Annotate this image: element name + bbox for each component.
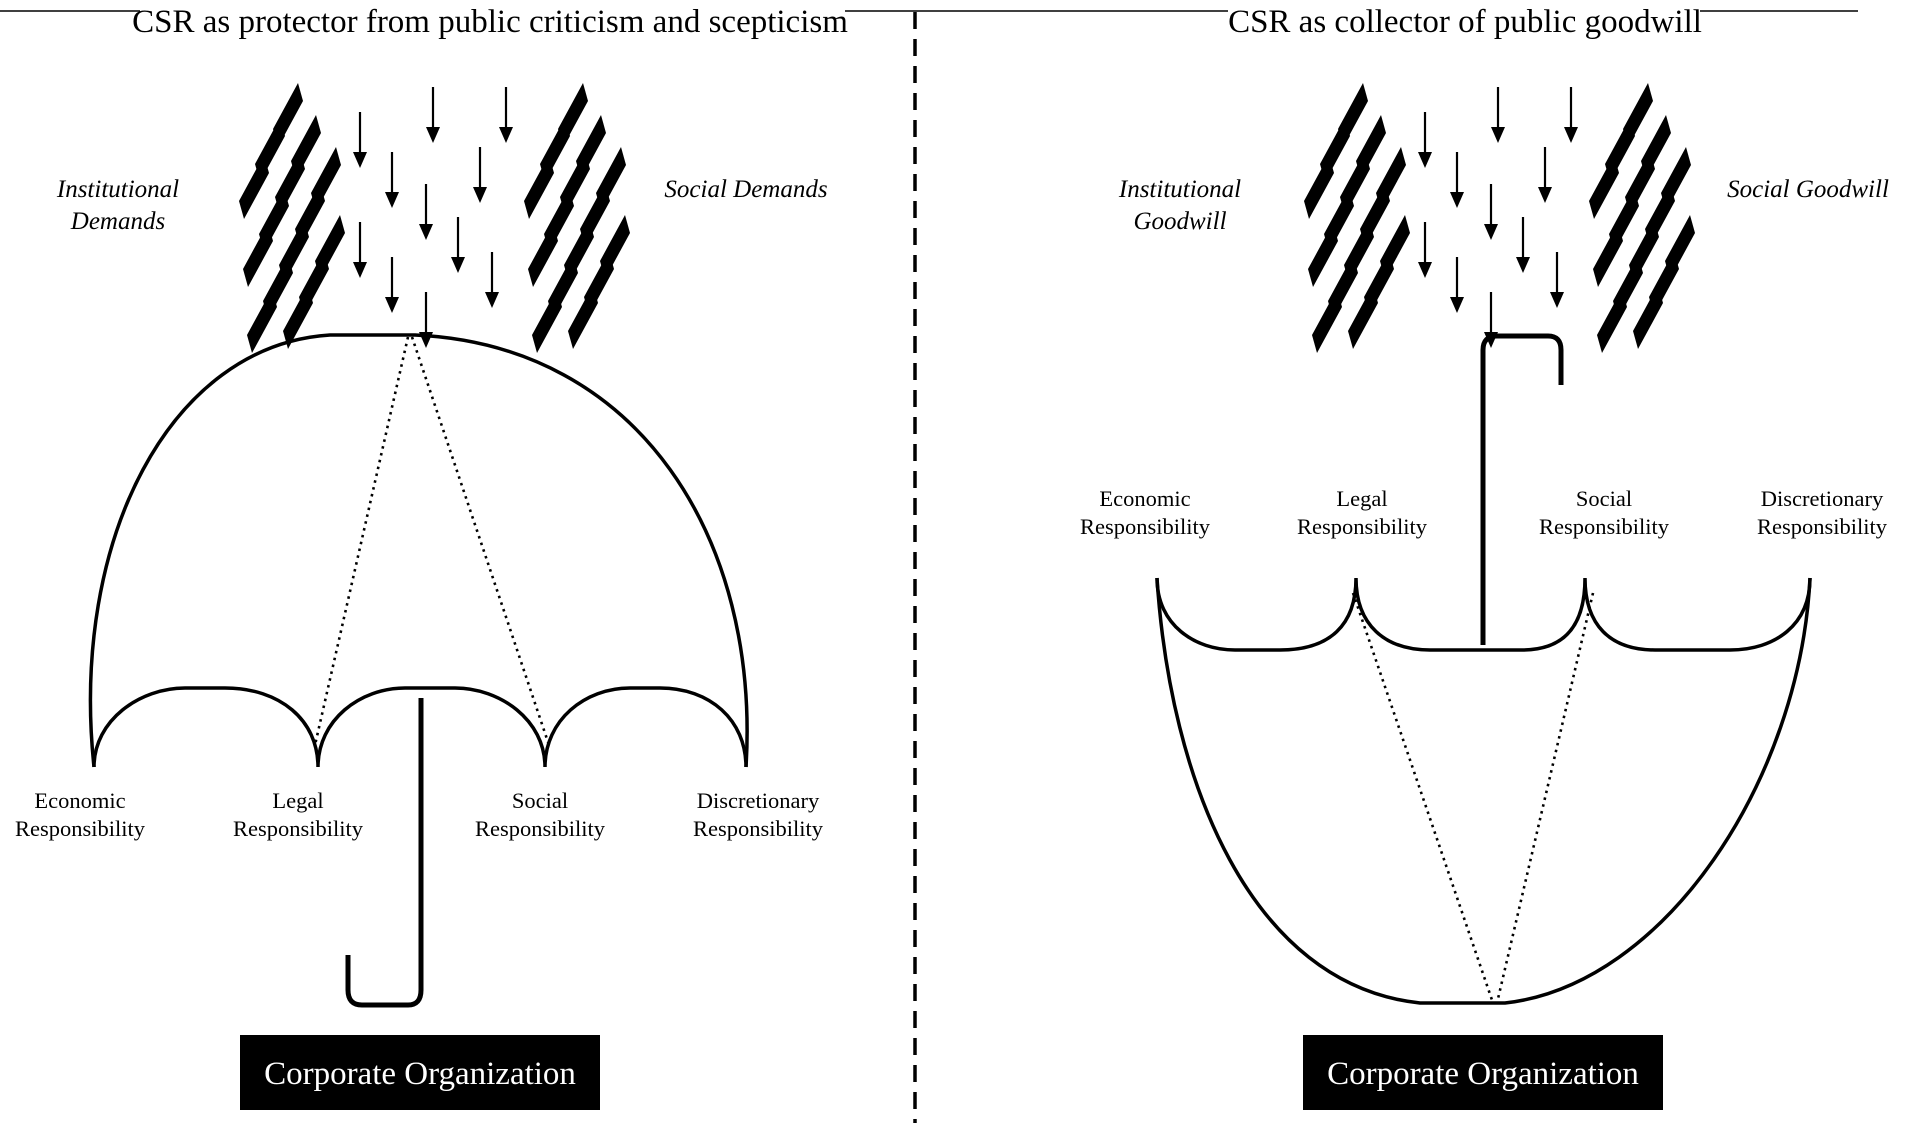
- left-umbrella-handle: [345, 698, 424, 1008]
- left-umbrella-scallops: [92, 686, 748, 768]
- left-responsibility-label: Responsibility: [475, 816, 606, 841]
- left-panel: CSR as protector from public criticism a…: [15, 4, 848, 1110]
- left-source-label-line2: Demands: [70, 208, 165, 235]
- right-panel: CSR as collector of public goodwill Inst…: [1080, 4, 1889, 1110]
- left-responsibility-label: Responsibility: [233, 816, 364, 841]
- right-umbrella-canopy: [1155, 577, 1812, 1005]
- rain-arrowhead: [1484, 224, 1498, 240]
- right-rain-group: [1304, 83, 1695, 353]
- rain-diamond: [239, 155, 269, 219]
- rain-diamond: [1304, 155, 1334, 219]
- left-umbrella-canopy: [88, 333, 749, 768]
- rain-diamond: [528, 223, 558, 287]
- rain-diamond: [283, 285, 313, 349]
- right-corporate-organization-label: Corporate Organization: [1327, 1056, 1639, 1092]
- rain-diamond: [1308, 223, 1338, 287]
- rain-arrowhead: [473, 187, 487, 203]
- rain-arrowhead: [451, 257, 465, 273]
- rain-arrowhead: [1418, 262, 1432, 278]
- rain-arrowhead: [385, 297, 399, 313]
- right-responsibility-label: Responsibility: [1080, 514, 1211, 539]
- right-source-label: Social Demands: [664, 176, 827, 203]
- right-responsibility-label: Responsibility: [1539, 514, 1670, 539]
- right-responsibility-label: Social: [1576, 486, 1632, 511]
- left-responsibility-label: Social: [512, 788, 568, 813]
- left-responsibility-label: Responsibility: [693, 816, 824, 841]
- rain-arrowhead: [499, 127, 513, 143]
- left-responsibility-label: Responsibility: [15, 816, 146, 841]
- right-panel-title: CSR as collector of public goodwill: [1228, 4, 1702, 40]
- rain-diamond: [243, 223, 273, 287]
- rain-diamond: [532, 289, 562, 353]
- rain-diamond: [1589, 155, 1619, 219]
- left-panel-title: CSR as protector from public criticism a…: [132, 4, 848, 40]
- rain-arrowhead: [426, 127, 440, 143]
- left-source-label: Institutional: [56, 176, 179, 203]
- left-source-label-line2: Goodwill: [1133, 208, 1226, 235]
- right-responsibility-label: Legal: [1336, 486, 1387, 511]
- rain-diamond: [1597, 289, 1627, 353]
- rain-arrowhead: [1516, 257, 1530, 273]
- right-responsibility-label: Discretionary: [1761, 486, 1884, 511]
- right-umbrella-rib: [1495, 592, 1595, 1004]
- left-umbrella-rib: [313, 336, 410, 746]
- right-responsibility-label: Responsibility: [1297, 514, 1428, 539]
- left-responsibility-label: Legal: [272, 788, 323, 813]
- left-umbrella-rib: [410, 336, 552, 749]
- left-source-label: Institutional: [1118, 176, 1241, 203]
- right-umbrella-scallops: [1155, 577, 1812, 652]
- rain-arrowhead: [1418, 152, 1432, 168]
- rain-arrowhead: [485, 292, 499, 308]
- left-responsibility-label: Discretionary: [697, 788, 820, 813]
- left-responsibility-label: Economic: [34, 788, 125, 813]
- rain-arrowhead: [353, 152, 367, 168]
- right-umbrella-rib: [1351, 592, 1495, 1004]
- rain-diamond: [568, 285, 598, 349]
- right-umbrella-handle: [1480, 333, 1564, 645]
- right-responsibility-label: Economic: [1099, 486, 1190, 511]
- rain-arrowhead: [1450, 192, 1464, 208]
- right-source-label: Social Goodwill: [1727, 176, 1889, 203]
- rain-diamond: [1593, 223, 1623, 287]
- rain-diamond: [1312, 289, 1342, 353]
- rain-arrowhead: [1491, 127, 1505, 143]
- rain-diamond: [247, 289, 277, 353]
- rain-arrowhead: [1550, 292, 1564, 308]
- right-responsibility-label: Responsibility: [1757, 514, 1888, 539]
- left-rain-group: [239, 83, 630, 353]
- right-corporate-organization-box: [1303, 1035, 1663, 1110]
- rain-arrowhead: [419, 224, 433, 240]
- rain-arrowhead: [1538, 187, 1552, 203]
- left-corporate-organization-box: [240, 1035, 600, 1110]
- rain-diamond: [1633, 285, 1663, 349]
- rain-arrowhead: [1450, 297, 1464, 313]
- rain-arrowhead: [353, 262, 367, 278]
- rain-diamond: [524, 155, 554, 219]
- rain-arrowhead: [1564, 127, 1578, 143]
- rain-arrowhead: [385, 192, 399, 208]
- rain-diamond: [1348, 285, 1378, 349]
- left-corporate-organization-label: Corporate Organization: [264, 1056, 576, 1092]
